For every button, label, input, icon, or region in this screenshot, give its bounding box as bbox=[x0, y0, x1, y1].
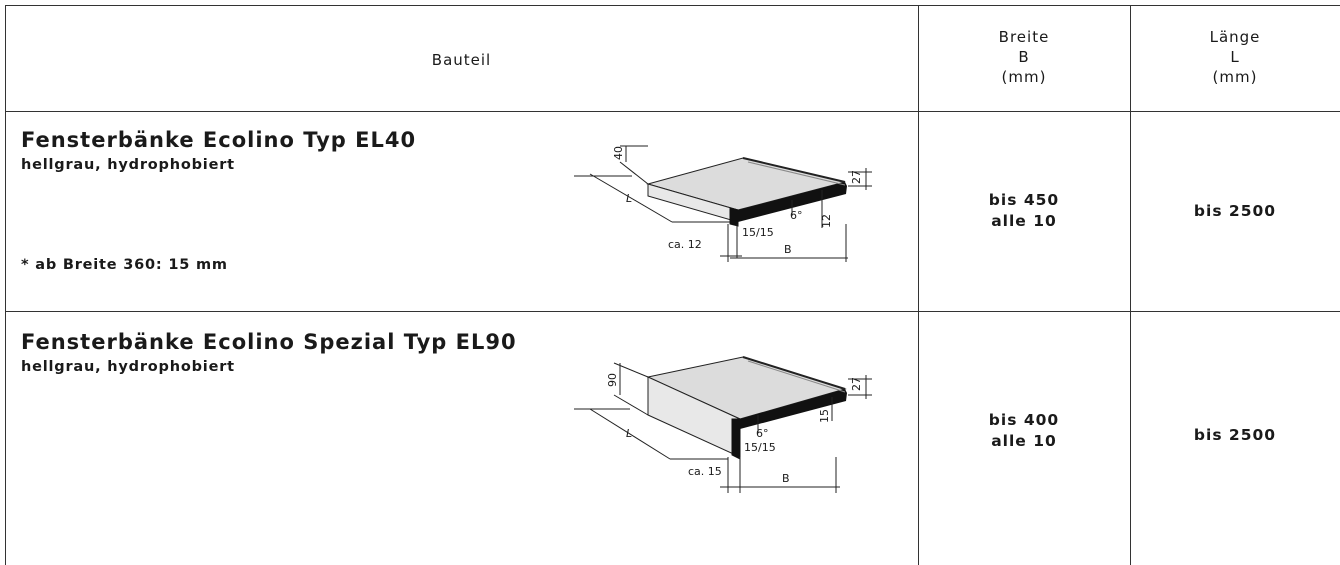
row-1-thickness-dim: 27 bbox=[850, 170, 863, 184]
header-bauteil: Bauteil bbox=[5, 50, 918, 70]
header-laenge-line-1: Länge bbox=[1209, 28, 1261, 46]
row-2-profile-drawing: 90 L 27 6° 15 15/15 ca. 15 B bbox=[574, 356, 872, 493]
row-1-height-dim: 40 bbox=[612, 146, 625, 160]
row-2-breite-max: bis 400 bbox=[988, 411, 1060, 429]
row-2-thickness-dim: 27 bbox=[850, 377, 863, 391]
header-breite-line-3: (mm) bbox=[1001, 68, 1047, 86]
header-laenge: Länge L (mm) bbox=[1130, 27, 1340, 87]
row-divider bbox=[5, 311, 1340, 312]
row-1-nose-dim: 15/15 bbox=[742, 226, 774, 239]
row-1-overhang-dim: ca. 12 bbox=[668, 238, 702, 251]
row-2-subtitle: hellgrau, hydrophobiert bbox=[21, 359, 235, 375]
row-2-rebate-line-2 bbox=[747, 360, 846, 393]
row-2-laenge: bis 2500 bbox=[1130, 425, 1340, 446]
row-1-laenge: bis 2500 bbox=[1130, 201, 1340, 222]
row-1-profile-drawing: 40 L 27 6° 12 15/15 ca. 12 B bbox=[574, 145, 872, 262]
row-2-laenge-max: bis 2500 bbox=[1193, 426, 1277, 444]
row-2-rebate-line bbox=[742, 356, 846, 390]
column-divider-1 bbox=[918, 5, 919, 565]
row-2-nose-dim: 15/15 bbox=[744, 441, 776, 454]
table-border-left bbox=[5, 5, 6, 565]
header-laenge-line-2: L bbox=[1230, 48, 1240, 66]
row-1-subtitle: hellgrau, hydrophobiert bbox=[21, 157, 235, 173]
table-border-top bbox=[5, 5, 1340, 6]
row-1-length-label: L bbox=[626, 192, 632, 205]
header-divider bbox=[5, 111, 1340, 112]
column-divider-2 bbox=[1130, 5, 1131, 565]
row-2-angle: 6° bbox=[756, 427, 769, 440]
row-2-overhang-dim: ca. 15 bbox=[688, 465, 722, 478]
row-1-breite: bis 450 alle 10 bbox=[918, 190, 1130, 232]
row-1-footnote: * ab Breite 360: 15 mm bbox=[21, 257, 228, 273]
row-2-width-label: B bbox=[782, 472, 790, 485]
row-1-laenge-max: bis 2500 bbox=[1193, 202, 1277, 220]
row-1-title: Fensterbänke Ecolino Typ EL40 bbox=[21, 128, 417, 152]
row-2-height-ext-1 bbox=[613, 362, 649, 378]
header-breite-line-1: Breite bbox=[998, 28, 1050, 46]
row-2-title: Fensterbänke Ecolino Spezial Typ EL90 bbox=[21, 330, 517, 354]
row-1-length-dim-line bbox=[589, 173, 673, 223]
row-2-sill-profile bbox=[740, 389, 847, 429]
row-1-sill-nose bbox=[729, 207, 739, 227]
row-1-breite-max: bis 450 bbox=[988, 191, 1060, 209]
header-laenge-line-3: (mm) bbox=[1212, 68, 1258, 86]
row-1-breite-step: alle 10 bbox=[991, 212, 1057, 230]
row-2-sill-nose bbox=[731, 418, 741, 460]
header-breite-line-2: B bbox=[1018, 48, 1030, 66]
row-1-slope-dim: 12 bbox=[820, 214, 833, 228]
header-bauteil-label: Bauteil bbox=[431, 51, 492, 69]
header-breite: Breite B (mm) bbox=[918, 27, 1130, 87]
row-2-height-ext-2 bbox=[613, 394, 649, 416]
row-2-breite: bis 400 alle 10 bbox=[918, 410, 1130, 452]
row-2-length-dim-line bbox=[589, 408, 671, 460]
row-1-angle: 6° bbox=[790, 209, 803, 222]
row-2-breite-step: alle 10 bbox=[991, 432, 1057, 450]
row-1-height-ext-2 bbox=[619, 161, 649, 185]
row-1-width-label: B bbox=[784, 243, 792, 256]
row-1-rebate-line bbox=[742, 157, 846, 183]
row-1-rebate-line-2 bbox=[747, 161, 846, 186]
row-2-height-dim: 90 bbox=[606, 373, 619, 387]
row-2-slope-dim: 15 bbox=[818, 409, 831, 423]
row-2-length-label: L bbox=[626, 427, 632, 440]
